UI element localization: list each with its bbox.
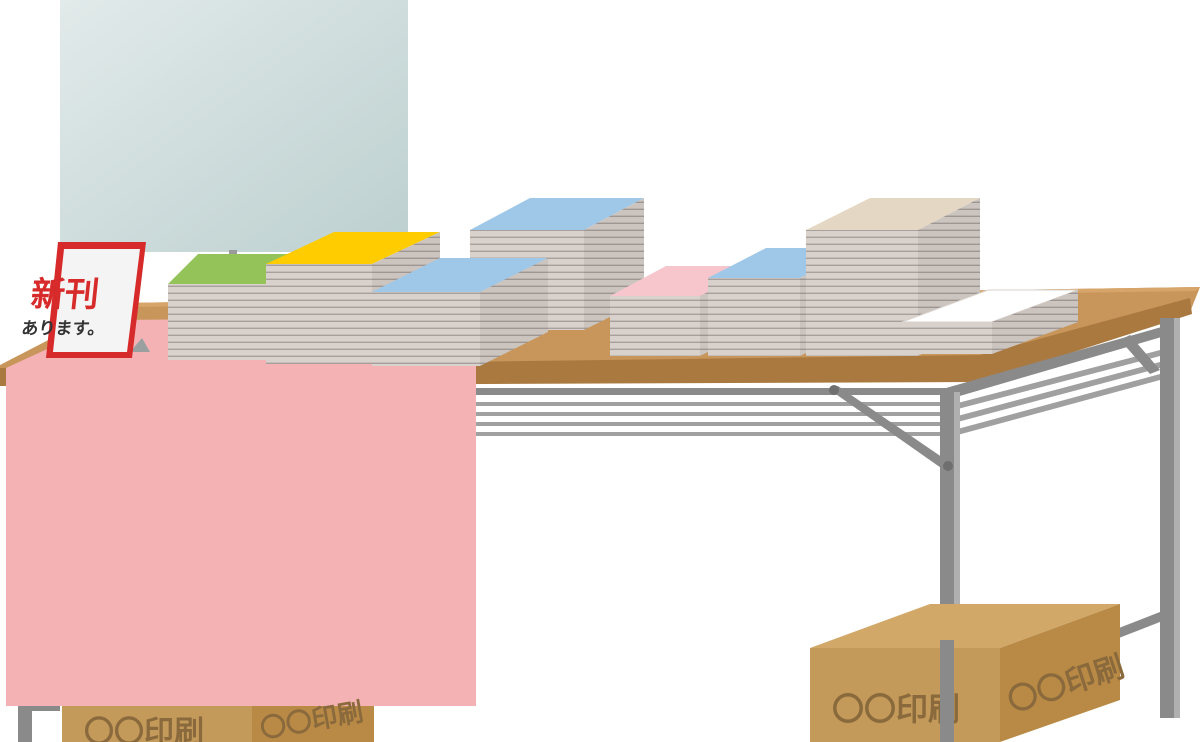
new-release-sign: 新刊 あります。	[20, 242, 150, 358]
sign-title: 新刊	[29, 275, 101, 315]
sign-subtitle: あります。	[20, 319, 105, 339]
box-label-front-left: 〇〇印刷	[84, 715, 204, 742]
book-stack-blue	[372, 258, 548, 366]
cardboard-box-right: 〇〇印刷 〇〇印刷	[810, 604, 1129, 742]
box-label-front-right: 〇〇印刷	[832, 690, 960, 728]
tablecloth	[6, 316, 560, 706]
cardboard-box-left: 〇〇印刷 〇〇印刷	[62, 697, 374, 742]
display-board	[60, 0, 408, 270]
book-stack-white	[901, 289, 1079, 354]
